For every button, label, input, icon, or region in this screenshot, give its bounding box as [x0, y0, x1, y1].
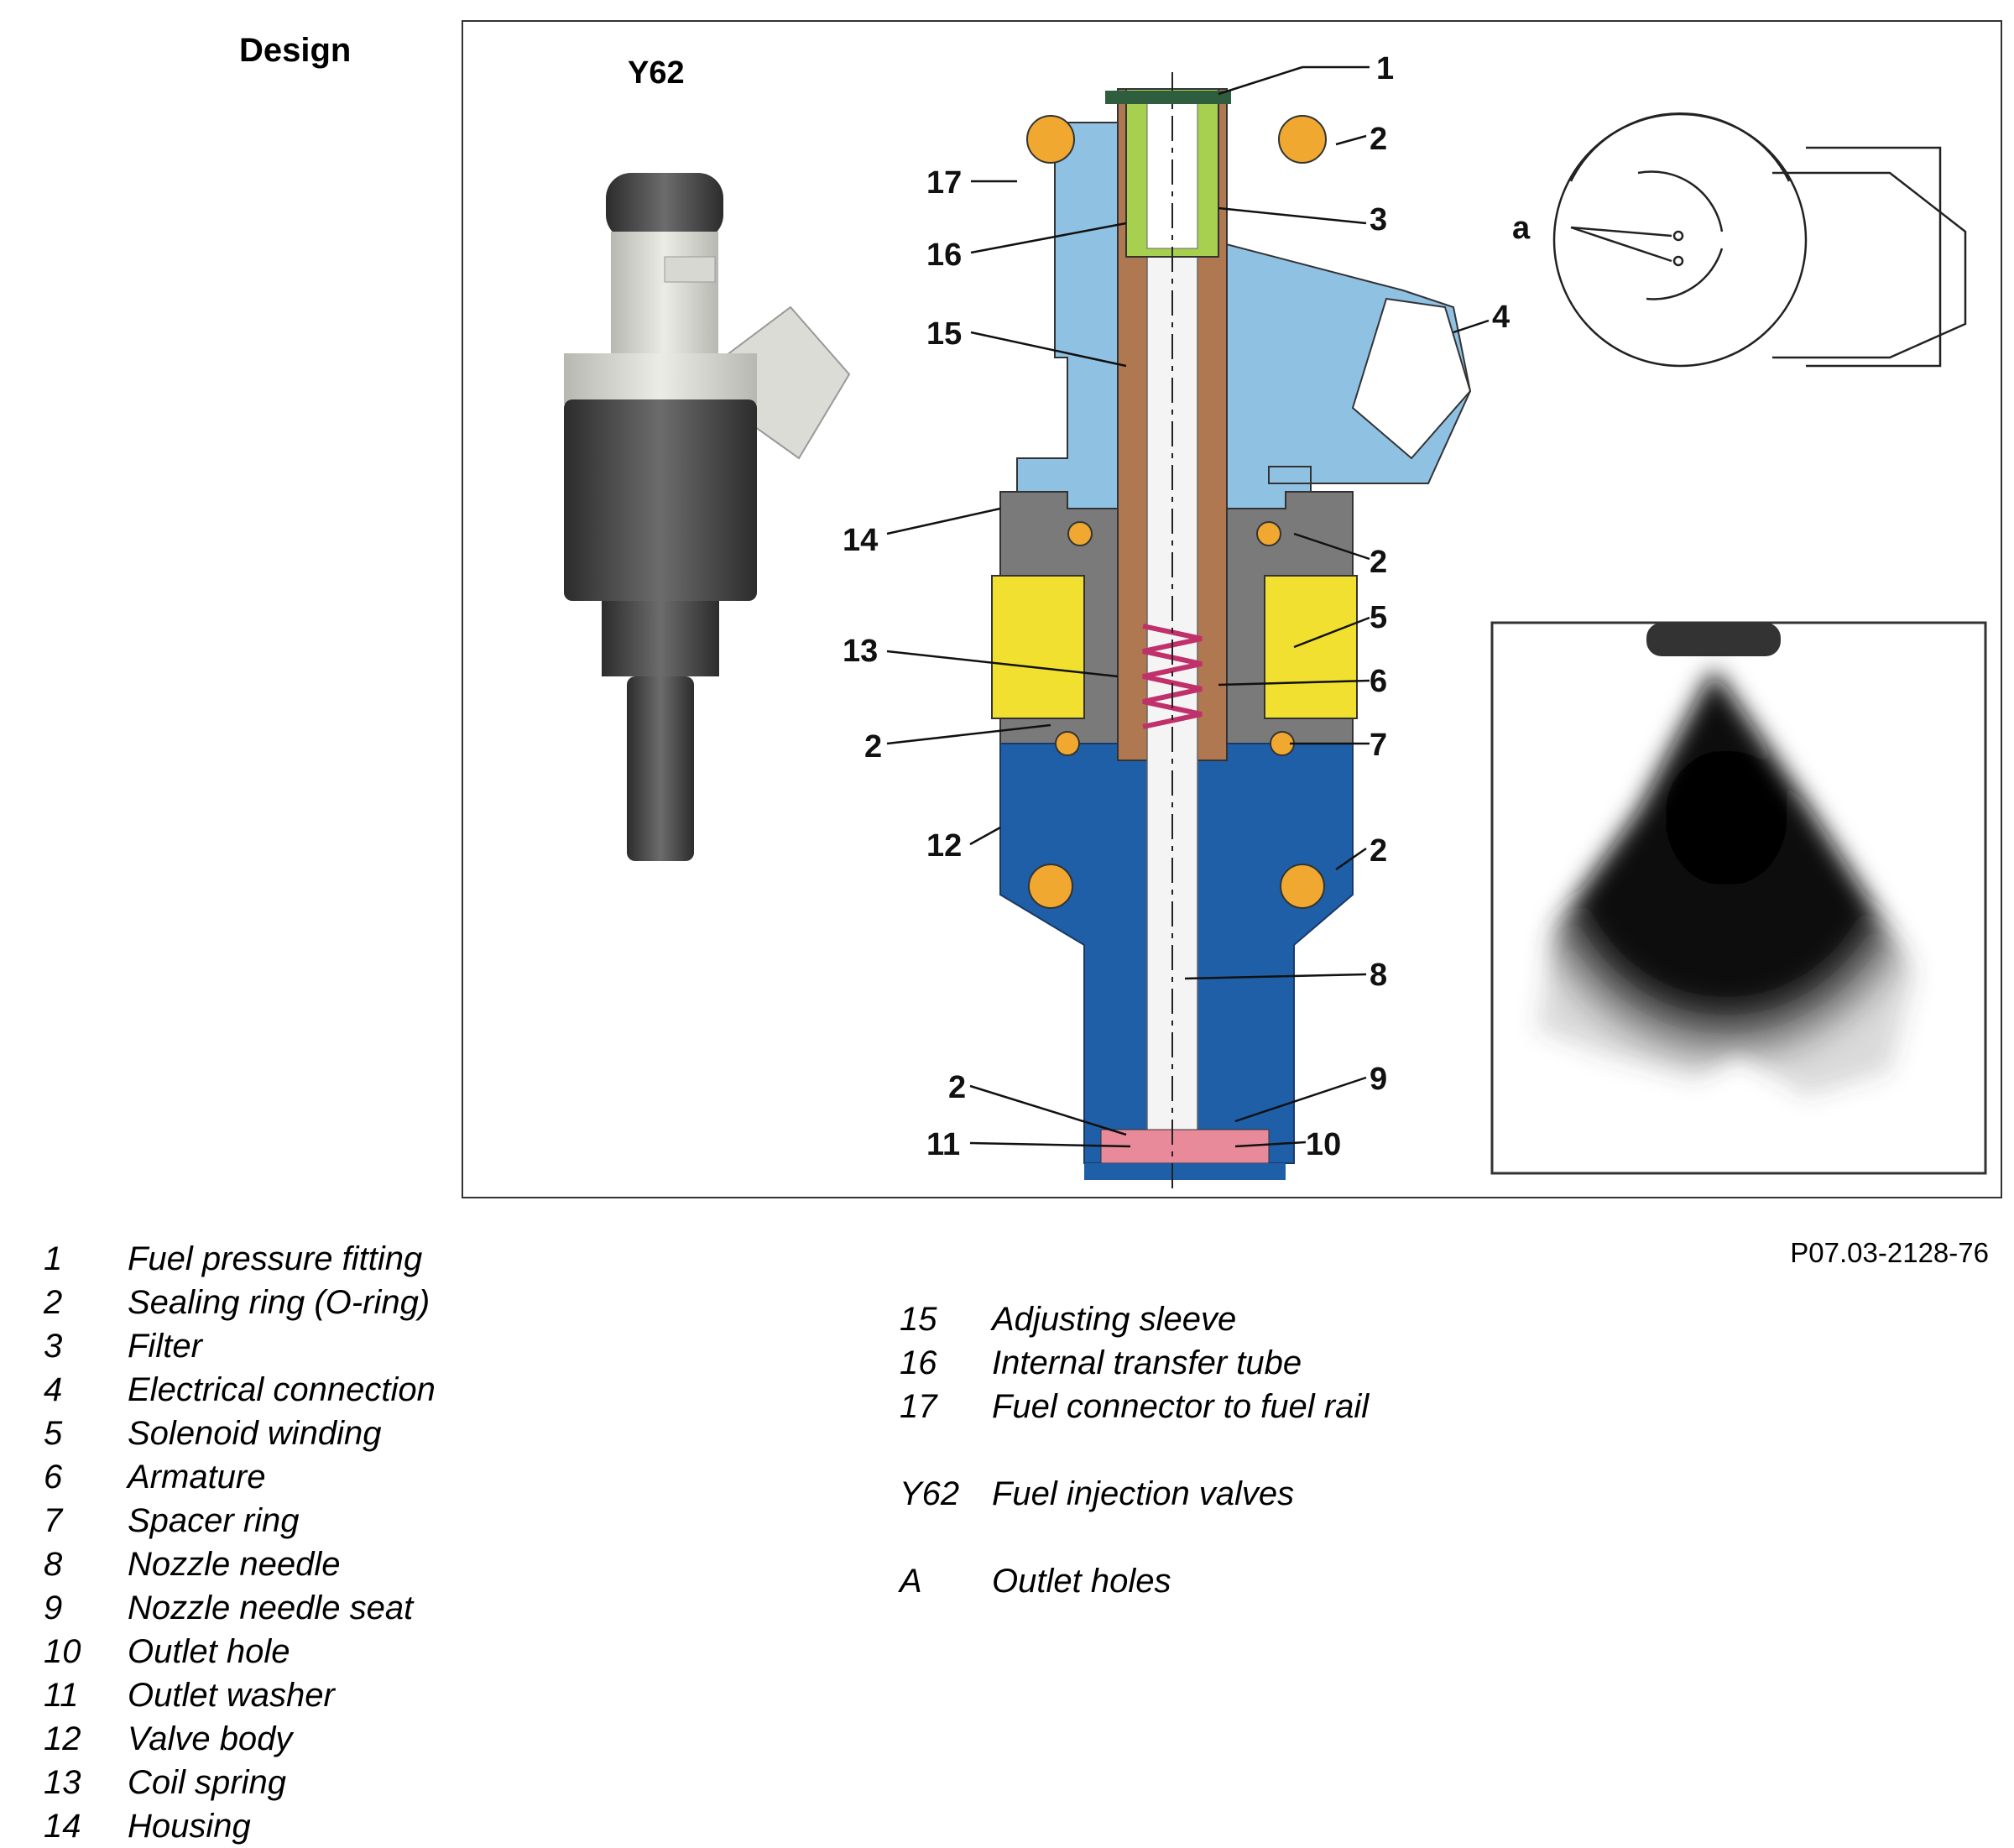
figure-code: Y62	[628, 55, 685, 91]
outlet-end-view	[1552, 112, 1967, 368]
legend-number: 12	[44, 1720, 81, 1757]
legend-item: A Outlet holes	[900, 1559, 1369, 1603]
callout-9: 9	[1370, 1062, 1387, 1097]
legend-text: Nozzle needle	[128, 1546, 341, 1583]
callout-15: 15	[926, 316, 962, 352]
callout-a: a	[1512, 211, 1531, 246]
injector-photo	[564, 173, 851, 861]
spray-pattern	[1490, 621, 1987, 1175]
legend-text: Electrical connection	[128, 1371, 436, 1408]
legend-number: 17	[900, 1388, 937, 1425]
legend-number: 10	[44, 1633, 81, 1670]
legend-number: 8	[44, 1546, 63, 1583]
legend-number: 6	[44, 1459, 63, 1496]
callout-6: 6	[1370, 664, 1387, 699]
legend-number: 4	[44, 1371, 63, 1408]
legend-number: Y62	[900, 1475, 960, 1512]
legend-item: 2 Sealing ring (O-ring)	[44, 1281, 436, 1324]
callout-2-nozzle: 2	[948, 1070, 966, 1105]
figure-reference: P07.03-2128-76	[1790, 1237, 1989, 1268]
legend-text: Sealing ring (O-ring)	[128, 1284, 430, 1321]
callout-2-lower-oring: 2	[1370, 833, 1387, 869]
legend-item: 6 Armature	[44, 1455, 436, 1499]
legend-item: 12 Valve body	[44, 1717, 436, 1761]
injector-illustration: 1 2 3 4 2 5 6 7 2 8 9 10 17 16 15 14 13 …	[564, 51, 1987, 1188]
legend-text: Armature	[128, 1459, 266, 1496]
legend-item: 9 Nozzle needle seat	[44, 1586, 436, 1630]
legend-text: Housing	[128, 1808, 251, 1845]
legend-number: 2	[44, 1284, 63, 1321]
legend-text: Adjusting sleeve	[992, 1301, 1237, 1338]
legend-item: Y62 Fuel injection valves	[900, 1472, 1369, 1516]
legend-item: 15 Adjusting sleeve	[900, 1297, 1369, 1341]
legend-text: Fuel connector to fuel rail	[992, 1388, 1370, 1425]
callout-14: 14	[843, 523, 878, 558]
legend-item: 1 Fuel pressure fitting	[44, 1237, 436, 1281]
legend-number: 1	[44, 1240, 63, 1277]
callout-2-top-oring: 2	[1370, 122, 1387, 157]
legend-number: 15	[900, 1301, 937, 1338]
legend-item: 17 Fuel connector to fuel rail	[900, 1385, 1369, 1428]
legend-text: Valve body	[128, 1720, 293, 1757]
legend-right: 15 Adjusting sleeve 16 Internal transfer t…	[900, 1297, 1369, 1603]
legend-item: 11 Outlet washer	[44, 1673, 436, 1717]
legend-text: Solenoid winding	[128, 1415, 382, 1452]
legend-item: 3 Filter	[44, 1324, 436, 1368]
legend-item: 5 Solenoid winding	[44, 1412, 436, 1455]
legend-number: 9	[44, 1590, 63, 1626]
legend-item: 13 Coil spring	[44, 1761, 436, 1804]
legend-number: A	[900, 1563, 922, 1600]
callout-12: 12	[926, 828, 962, 864]
legend-text: Outlet washer	[128, 1677, 335, 1714]
legend-text: Coil spring	[128, 1764, 286, 1801]
callout-7: 7	[1370, 728, 1387, 763]
legend-number: 3	[44, 1328, 63, 1365]
legend-number: 5	[44, 1415, 63, 1452]
legend-text: Fuel injection valves	[992, 1475, 1295, 1512]
legend-item: 7 Spacer ring	[44, 1499, 436, 1543]
legend-number: 7	[44, 1502, 63, 1539]
legend-number: 16	[900, 1344, 937, 1381]
legend-item: 14 Housing	[44, 1804, 436, 1848]
legend-text: Spacer ring	[128, 1502, 300, 1539]
callout-1: 1	[1376, 51, 1394, 86]
legend-text: Outlet hole	[128, 1633, 290, 1670]
callout-17: 17	[926, 165, 962, 201]
legend-text: Internal transfer tube	[992, 1344, 1302, 1381]
callout-3: 3	[1370, 202, 1387, 238]
legend-spacer	[900, 1428, 1369, 1472]
legend-number: 13	[44, 1764, 81, 1801]
callout-2-upper-housing: 2	[1370, 545, 1387, 580]
legend-spacer	[900, 1516, 1369, 1559]
callout-2-left-housing: 2	[864, 729, 882, 765]
legend-text: Nozzle needle seat	[128, 1590, 414, 1626]
callout-10: 10	[1306, 1127, 1341, 1162]
callout-13: 13	[843, 634, 878, 669]
legend-item: 10 Outlet hole	[44, 1630, 436, 1673]
page-heading: Design	[239, 32, 352, 69]
legend-number: 14	[44, 1808, 81, 1845]
legend-item: 8 Nozzle needle	[44, 1543, 436, 1586]
cross-section	[991, 72, 1472, 1188]
callout-8: 8	[1370, 958, 1387, 993]
callout-4: 4	[1492, 300, 1510, 335]
callout-5: 5	[1370, 600, 1387, 635]
legend-item: 16 Internal transfer tube	[900, 1341, 1369, 1385]
legend-item: 4 Electrical connection	[44, 1368, 436, 1412]
injector-figure: 1 2 3 4 2 5 6 7 2 8 9 10 17 16 15 14 13 …	[462, 20, 2002, 1198]
leader-lines	[886, 65, 1490, 1148]
legend-text: Outlet holes	[992, 1563, 1171, 1600]
legend-text: Fuel pressure fitting	[128, 1240, 423, 1277]
legend-number: 11	[44, 1677, 79, 1714]
callout-11: 11	[926, 1127, 960, 1162]
legend-text: Filter	[128, 1328, 202, 1365]
legend-left: 1 Fuel pressure fitting 2 Sealing ring (O-…	[44, 1237, 436, 1848]
callout-16: 16	[926, 238, 962, 273]
